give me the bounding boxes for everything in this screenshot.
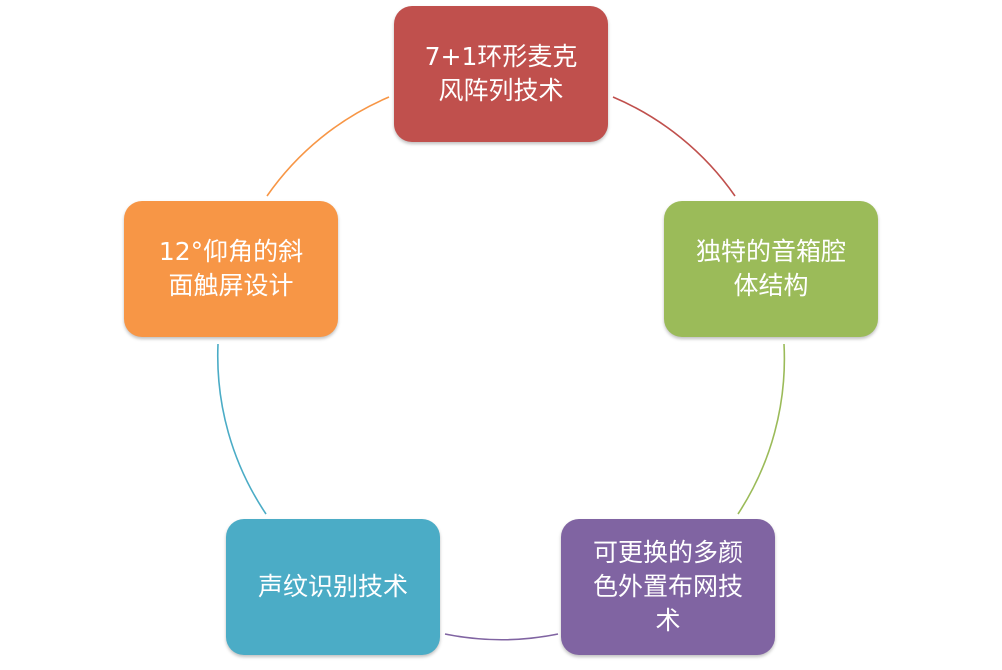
arc-n2-to-n3 (737, 343, 786, 515)
node-speaker-cavity: 独特的音箱腔 体结构 (664, 201, 878, 337)
node-label-line: 7+1环形麦克 (424, 42, 578, 72)
node-label-line: 体结构 (733, 271, 809, 300)
node-label: 7+1环形麦克 风阵列技术 (425, 40, 578, 108)
node-label: 声纹识别技术 (258, 570, 408, 604)
arc-n3-to-n4 (444, 633, 559, 641)
arc-n1-to-n2 (612, 96, 736, 197)
node-label-line: 可更换的多颜 (592, 538, 743, 568)
node-label-line: 声纹识别技术 (257, 572, 408, 602)
node-label-line: 独特的音箱腔 (695, 237, 846, 267)
node-voiceprint-recognition: 声纹识别技术 (226, 519, 440, 655)
node-replaceable-cover: 可更换的多颜 色外置布网技 术 (561, 519, 775, 655)
arc-n4-to-n5 (216, 343, 267, 515)
node-label: 独特的音箱腔 体结构 (696, 235, 846, 303)
node-label-line: 12°仰角的斜 (158, 237, 304, 267)
node-tilted-touchscreen: 12°仰角的斜 面触屏设计 (124, 201, 338, 337)
node-label-line: 面触屏设计 (168, 271, 294, 300)
node-microphone-array: 7+1环形麦克 风阵列技术 (394, 6, 608, 142)
node-label-line: 风阵列技术 (438, 76, 564, 105)
node-label-line: 术 (655, 605, 681, 635)
node-label: 12°仰角的斜 面触屏设计 (159, 235, 303, 303)
arc-n5-to-n1 (266, 96, 390, 197)
node-label: 可更换的多颜 色外置布网技 术 (593, 536, 743, 637)
node-label-line: 色外置布网技 (592, 572, 743, 602)
